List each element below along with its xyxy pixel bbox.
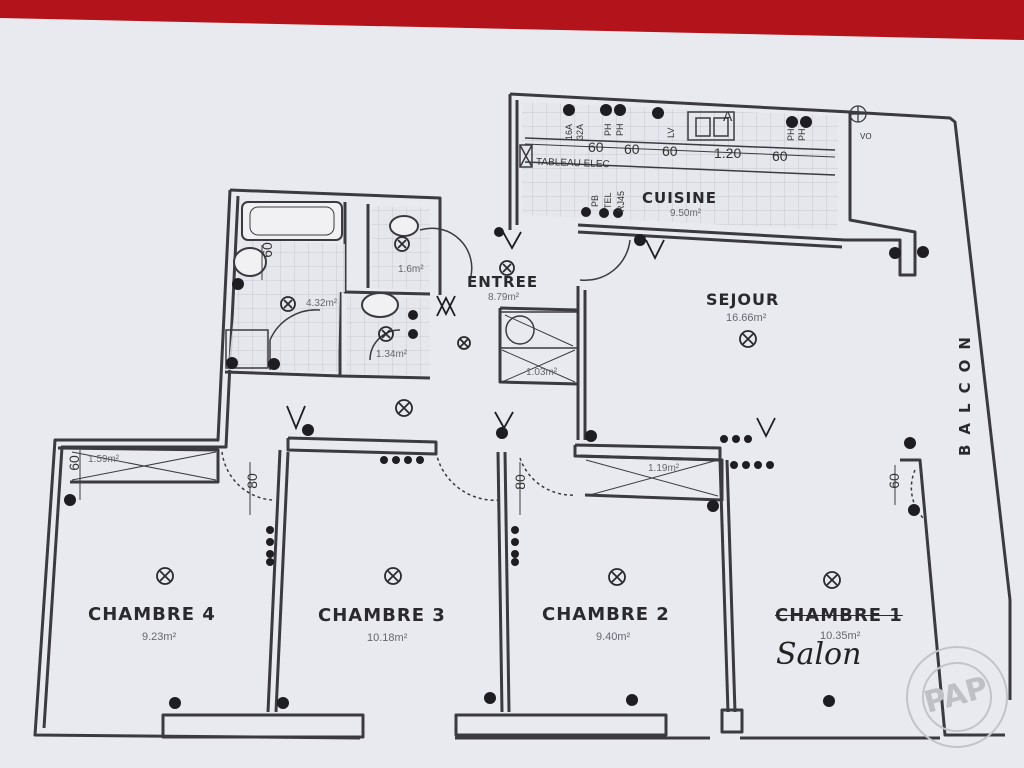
room-area-chambre3: 10.18m² [367, 632, 408, 644]
room-area-washroom: 1.34m² [376, 349, 408, 360]
code-ph-3: PH [786, 128, 796, 141]
pap-watermark [906, 646, 1008, 748]
toilet [389, 215, 419, 237]
handwritten-salon-note: Salon [776, 637, 862, 672]
room-area-entree: 8.79m² [488, 292, 520, 303]
code-pb: PB [590, 194, 600, 207]
kitchen-dim-5: 60 [772, 148, 788, 164]
room-area-closet-ch4: 1.59m² [88, 454, 120, 465]
outlet-icons [64, 104, 929, 709]
kitchen-appliance-label: A [723, 108, 733, 124]
code-16a: 16A [564, 123, 574, 140]
ceiling-light-icons [156, 236, 841, 589]
room-name-chambre3: CHAMBRE 3 [318, 605, 446, 626]
room-name-cuisine: CUISINE [642, 189, 717, 207]
dim-bath: 60 [258, 242, 275, 258]
vo-label: VO [860, 132, 872, 141]
sink [233, 247, 267, 277]
switch-icons [286, 231, 776, 439]
room-area-closet-ch1: 1.19m² [648, 463, 680, 474]
dim-balcony-side: 60 [885, 473, 902, 489]
room-area-closet-entree: 1.03m² [526, 367, 558, 378]
room-area-wc: 1.6m² [398, 264, 424, 275]
kitchen-dim-3: 60 [662, 143, 678, 159]
code-32a: 32A [575, 123, 585, 140]
dim-ch2-door: 80 [511, 474, 528, 490]
code-ph-4: PH [797, 128, 807, 141]
kitchen-dim-1: 60 [588, 139, 604, 155]
code-tel: TEL [603, 192, 613, 209]
room-area-chambre1: 10.35m² [820, 630, 861, 642]
room-area-chambre4: 9.23m² [142, 631, 177, 643]
dim-ch4-closet: 60 [65, 455, 82, 471]
code-lv: LV [666, 127, 676, 138]
balcony-label: BALCON [956, 327, 974, 456]
room-name-entree: ENTREE [467, 273, 539, 291]
kitchen-dim-4: 1.20 [714, 145, 742, 161]
room-name-sejour: SEJOUR [706, 290, 780, 309]
room-name-chambre1: CHAMBRE 1 [775, 605, 903, 626]
bathtub [241, 201, 343, 241]
walls [33, 92, 1012, 740]
room-area-chambre2: 9.40m² [596, 631, 631, 643]
washbasin [361, 292, 399, 318]
room-name-chambre4: CHAMBRE 4 [88, 604, 216, 625]
dim-ch3-door: 80 [243, 473, 260, 489]
code-rj45: RJ45 [616, 190, 626, 212]
room-area-cuisine: 9.50m² [670, 208, 702, 219]
room-area-bathroom: 4.32m² [306, 298, 338, 309]
code-ph-2: PH [615, 123, 625, 136]
code-ph-1: PH [603, 123, 613, 136]
paper-sheet [0, 18, 1024, 768]
kitchen-dim-2: 60 [624, 141, 640, 157]
room-name-chambre2: CHAMBRE 2 [542, 604, 670, 625]
room-area-sejour: 16.66m² [726, 312, 767, 324]
